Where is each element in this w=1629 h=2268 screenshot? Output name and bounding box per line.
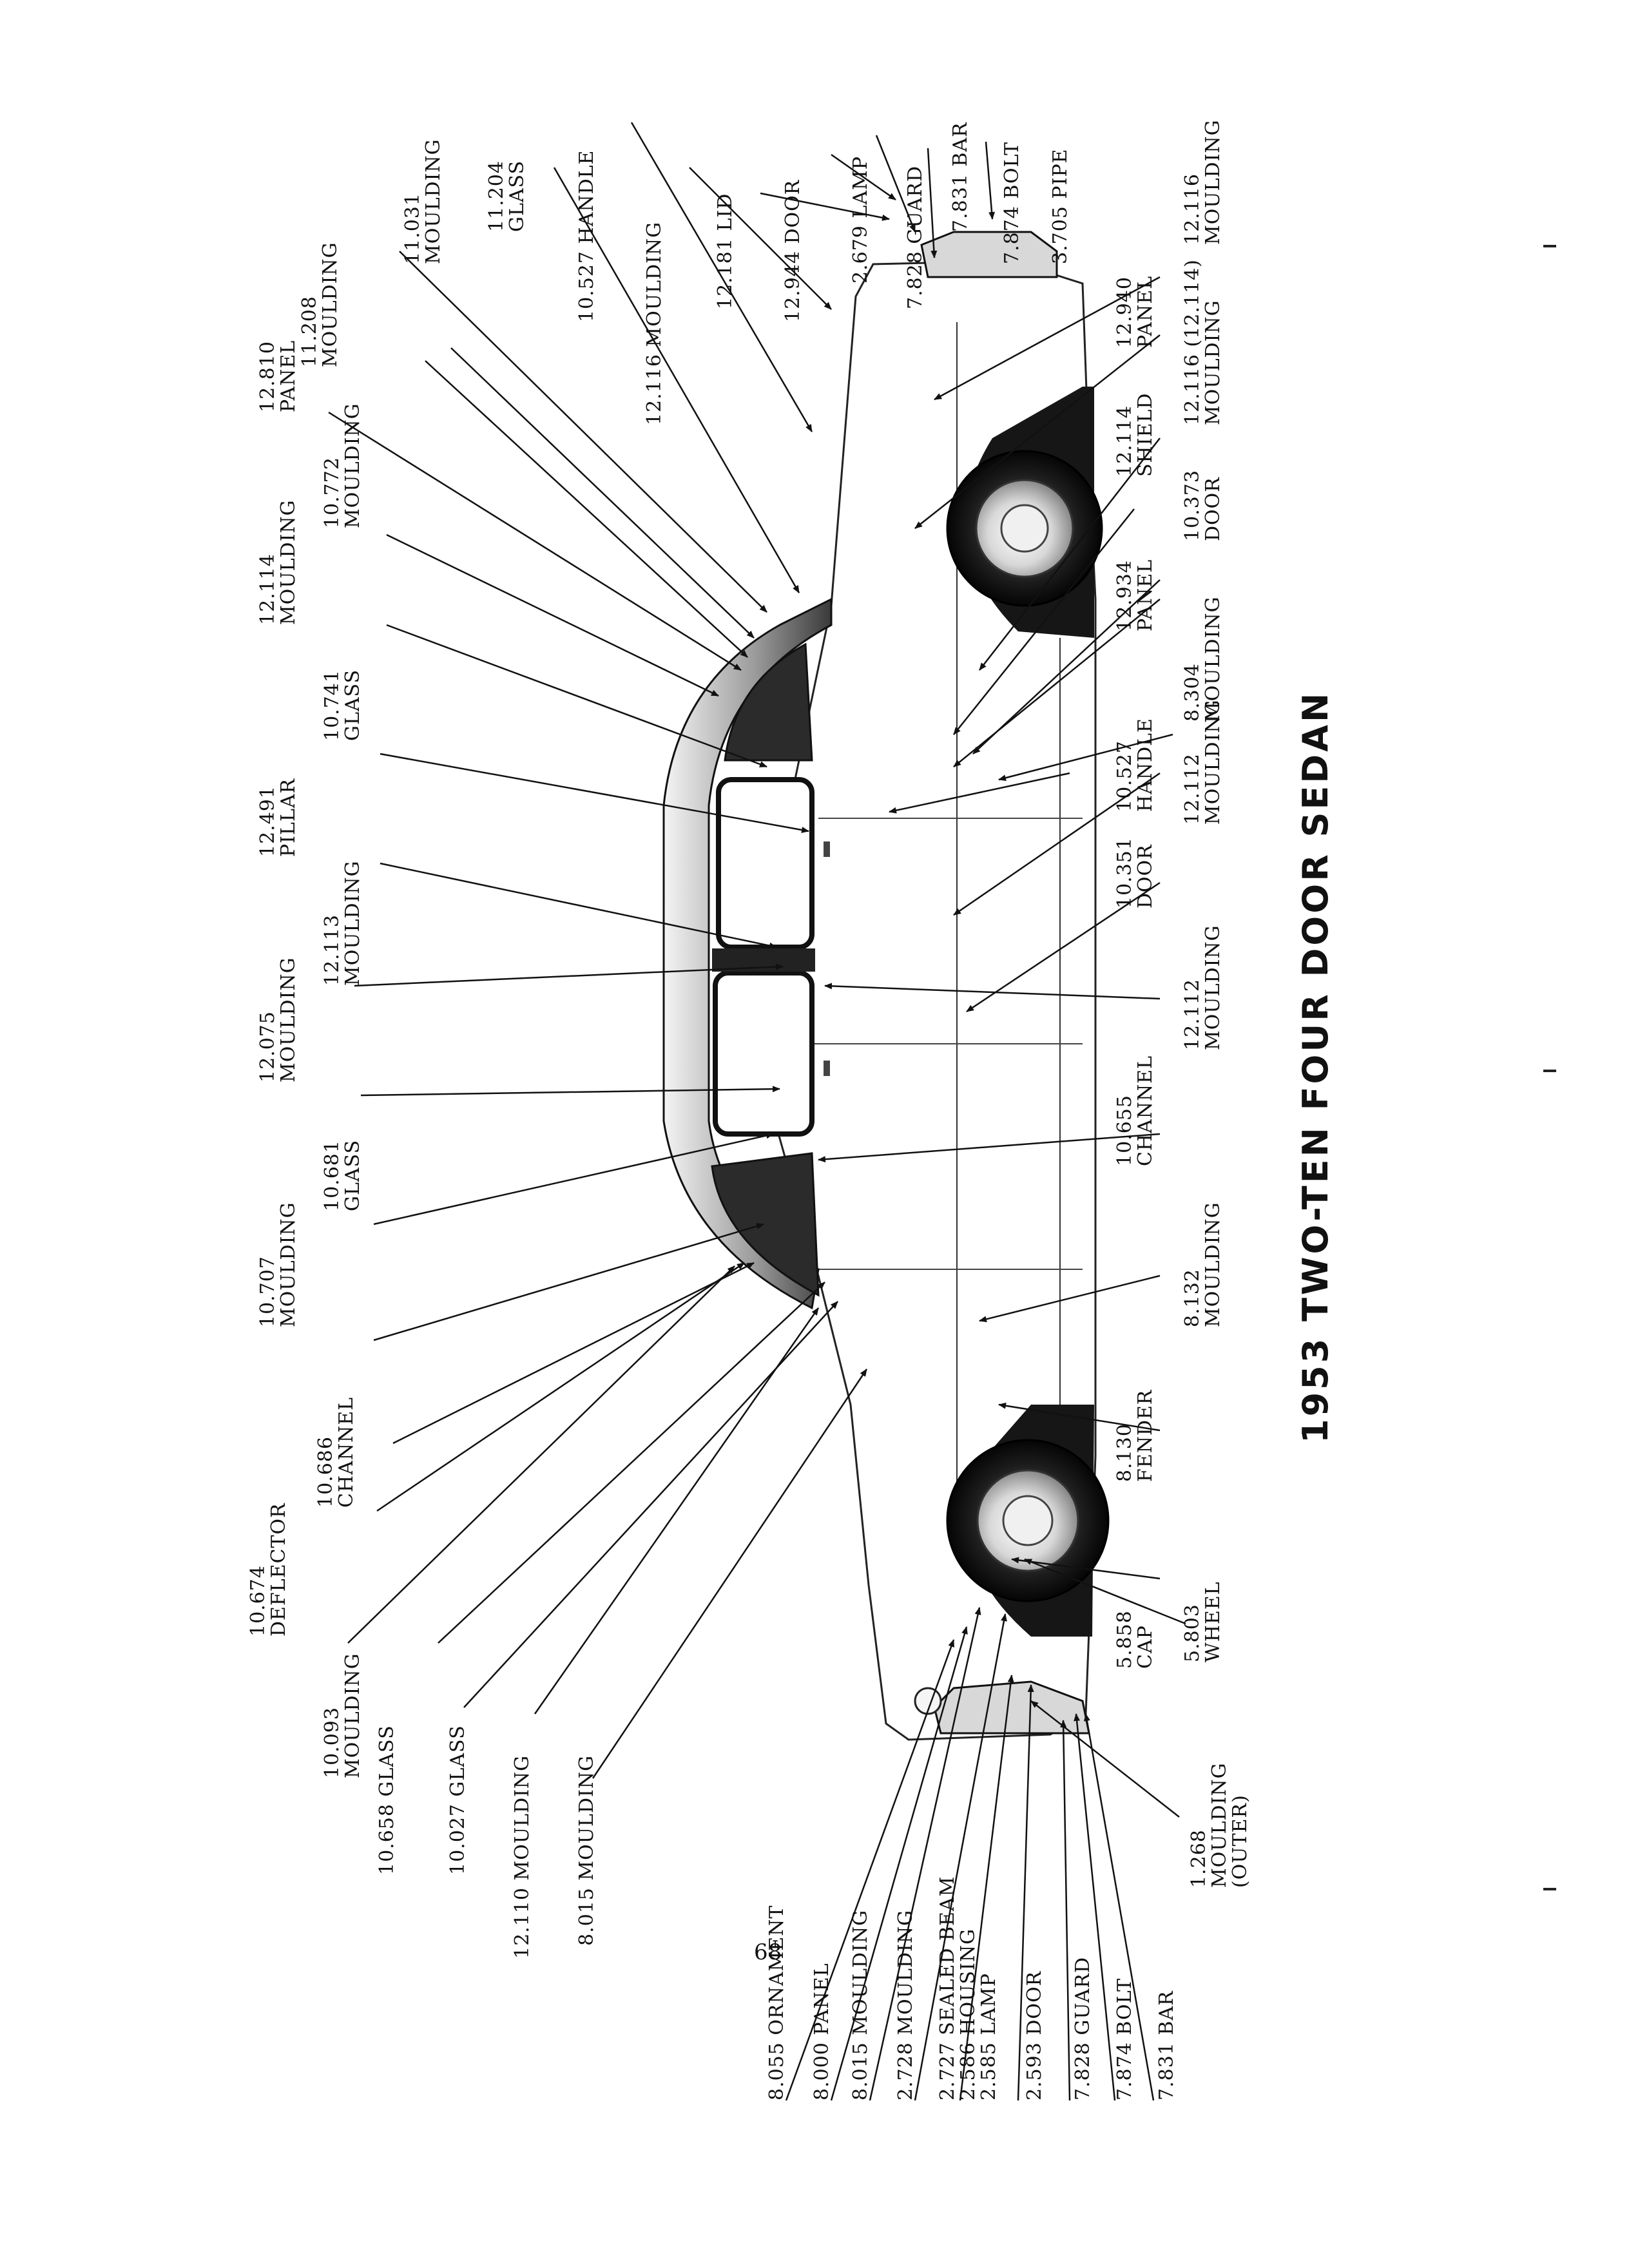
callout-label: 10.658 GLASS [376, 1725, 398, 1875]
front-wheel [946, 1439, 1110, 1602]
car-illustration [662, 231, 1110, 1741]
callout-label: 12.114MOULDING [256, 499, 300, 625]
page-title: 1953 TWO-TEN FOUR DOOR SEDAN [1295, 691, 1336, 1443]
rear-door-handle [824, 841, 830, 857]
callout-label: 7.828 GUARD [904, 166, 927, 309]
leader-lines [328, 122, 1186, 2100]
callout-label: 12.116 MOULDING [643, 222, 666, 425]
callout-label: 12.075MOULDING [256, 957, 300, 1082]
rear-door-window [716, 777, 815, 950]
callout-label: 12.113MOULDING [321, 860, 364, 986]
page-number: 68 [754, 1939, 782, 1965]
scan-mark [1543, 1888, 1556, 1890]
callout-label: 7.874 BOLT [1113, 1978, 1136, 2100]
callout-label: 5.803WHEEL [1181, 1581, 1224, 1662]
callout-label: 12.934PANEL [1113, 559, 1157, 631]
scan-mark [1543, 245, 1556, 247]
front-door-window [713, 970, 815, 1137]
callout-label: 8.132MOULDING [1181, 1202, 1224, 1327]
callout-label: 10.681GLASS [321, 1140, 364, 1211]
callout-label: 12.112MOULDING [1181, 699, 1224, 825]
callout-label: 12.491PILLAR [256, 778, 300, 857]
callout-label: 8.055 ORNAMENT [766, 1905, 788, 2100]
callout-label: 8.015 MOULDING [575, 1755, 598, 1946]
callout-label: 12.110 MOULDING [511, 1755, 534, 1959]
callout-label: 7.828 GUARD [1072, 1957, 1094, 2100]
callout-label: 10.093MOULDING [321, 1653, 364, 1778]
callout-label: 10.027 GLASS [447, 1725, 469, 1875]
callout-label: 8.130FENDER [1113, 1389, 1157, 1482]
callout-label: 8.015 MOULDING [849, 1910, 872, 2100]
callout-label: 3.705 PIPE [1049, 148, 1072, 264]
callout-label: 10.527 HANDLE [575, 150, 598, 322]
rear-quarter-window [724, 642, 813, 762]
callout-label: 12.114SHIELD [1113, 393, 1157, 477]
parts-diagram: 8.055 ORNAMENT 8.000 PANEL 8.015 MOULDIN… [116, 116, 1340, 2100]
callout-label: 1.268MOULDING(OUTER) [1188, 1762, 1251, 1888]
callout-label: 12.944 DOOR [782, 179, 804, 322]
callout-label: 10.373DOOR [1181, 470, 1224, 541]
callout-label: 12.116 (12.114)MOULDING [1181, 259, 1224, 425]
callout-label: 10.527HANDLE [1113, 718, 1157, 812]
rear-wheel [946, 450, 1103, 607]
callout-label: 10.772MOULDING [321, 403, 364, 528]
callout-label: 12.940PANEL [1113, 276, 1157, 348]
callout-label: 7.874 BOLT [1001, 142, 1023, 264]
callout-label: 5.858CAP [1113, 1610, 1157, 1669]
callout-labels: 8.055 ORNAMENT 8.000 PANEL 8.015 MOULDIN… [247, 119, 1251, 2100]
front-door-handle [824, 1061, 830, 1076]
center-pillar [712, 948, 815, 972]
windshield [711, 1152, 820, 1297]
callout-label: 12.116MOULDING [1181, 119, 1224, 245]
callout-label: 12.810PANEL [256, 340, 300, 412]
callout-label: 11.204GLASS [485, 160, 528, 232]
callout-label: 10.741GLASS [321, 669, 364, 741]
callout-label: 10.707MOULDING [256, 1202, 300, 1327]
callout-label: 8.000 PANEL [811, 1963, 833, 2100]
callout-label: 7.831 BAR [1155, 1990, 1178, 2100]
diagram-svg: 8.055 ORNAMENT 8.000 PANEL 8.015 MOULDIN… [247, 119, 1336, 2100]
callout-label: 8.304MOULDING [1181, 596, 1224, 722]
callout-label: 10.686CHANNEL [314, 1397, 358, 1508]
rear-bumper [920, 231, 1058, 278]
callout-label: 10.351DOOR [1113, 837, 1157, 908]
callout-label: 2.728 MOULDING [894, 1910, 917, 2100]
callout-label: 10.655CHANNEL [1113, 1055, 1157, 1166]
callout-label: 7.831 BAR [949, 122, 972, 232]
callout-label: 12.181 LID [714, 193, 737, 309]
scan-mark [1543, 1070, 1556, 1072]
callout-label: 2.727 SEALED BEAM2.586 HOUSING2.585 LAMP [936, 1876, 1000, 2100]
callout-label: 11.031MOULDING [401, 139, 445, 264]
callout-label: 2.593 DOOR [1023, 1970, 1046, 2100]
callout-label: 11.208MOULDING [298, 242, 342, 367]
callout-label: 10.674DEFLECTOR [247, 1503, 290, 1637]
callout-label: 2.679 LAMP [849, 156, 872, 284]
callout-label: 12.112MOULDING [1181, 925, 1224, 1050]
